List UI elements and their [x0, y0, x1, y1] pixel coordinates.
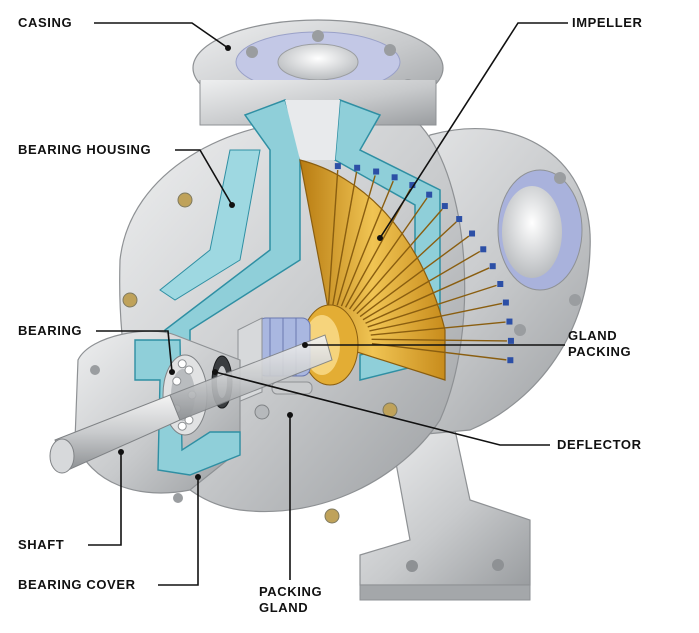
impeller-vane	[356, 221, 457, 315]
impeller-vane-tip	[456, 216, 463, 223]
bearing-ball	[172, 376, 182, 386]
impeller-vane	[370, 321, 506, 336]
label-packing-gland-line2: GLAND	[259, 600, 309, 615]
leader-shaft	[88, 452, 122, 546]
label-bearing-cover: BEARING COVER	[18, 577, 136, 592]
impeller-vane-tip	[507, 357, 514, 364]
label-gland-packing-line1: GLAND	[568, 328, 618, 343]
impeller-vane-tip	[334, 163, 341, 170]
leader-bearing-housing	[175, 149, 233, 206]
impeller-vane-tip	[497, 281, 504, 288]
impeller-vane	[336, 175, 376, 306]
impeller-vane-tip	[502, 299, 509, 306]
impeller-vane	[371, 342, 507, 361]
leader-dots	[118, 45, 383, 480]
impeller-vane	[340, 180, 394, 307]
bearing-ball	[184, 365, 194, 375]
impeller-vane	[367, 284, 497, 328]
label-gland-packing-line2: PACKING	[568, 344, 632, 359]
label-shaft: SHAFT	[18, 537, 65, 552]
pump-foot	[359, 429, 531, 601]
shaft	[49, 334, 333, 474]
impeller-vane	[371, 338, 507, 342]
impeller-vane	[332, 171, 358, 306]
impeller-vane-tip	[507, 337, 514, 344]
impeller-vane	[362, 250, 481, 321]
leader-bearing	[96, 330, 173, 373]
label-impeller: IMPELLER	[572, 15, 643, 30]
impeller-vane	[352, 208, 443, 312]
leader-deflector	[214, 371, 550, 446]
impeller-vane-tip	[480, 246, 487, 253]
impeller-vane-tip	[506, 318, 513, 325]
impeller-vane-tip	[354, 164, 361, 171]
label-casing: CASING	[18, 15, 73, 30]
impeller-vane-tip	[426, 191, 433, 198]
label-deflector: DEFLECTOR	[557, 437, 642, 452]
impeller-vane	[359, 235, 470, 318]
label-packing-gland: PACKING GLAND	[259, 584, 322, 616]
bearing-ball	[177, 421, 187, 431]
leader-bearing-cover	[158, 477, 199, 586]
label-bearing-housing: BEARING HOUSING	[18, 142, 152, 157]
impeller-vane-tip	[373, 168, 380, 175]
impeller-vane	[327, 170, 339, 306]
leader-casing	[94, 22, 229, 49]
impeller-vane	[365, 267, 490, 324]
leader-lines	[88, 22, 568, 586]
label-gland-packing: GLAND PACKING	[568, 328, 631, 360]
impeller-vane-tip	[409, 182, 416, 189]
label-bearing: BEARING	[18, 323, 83, 338]
impeller-vane-tip	[469, 230, 476, 237]
impeller-vane	[348, 197, 428, 310]
bearing-ball	[177, 359, 187, 369]
impeller-vane-tip	[391, 174, 398, 181]
impeller-vane	[369, 302, 503, 332]
label-packing-gland-line1: PACKING	[259, 584, 323, 599]
impeller-vane-tip	[489, 263, 496, 270]
cut-section	[159, 98, 441, 381]
impeller-vane-tip	[441, 203, 448, 210]
leader-impeller	[379, 22, 568, 239]
